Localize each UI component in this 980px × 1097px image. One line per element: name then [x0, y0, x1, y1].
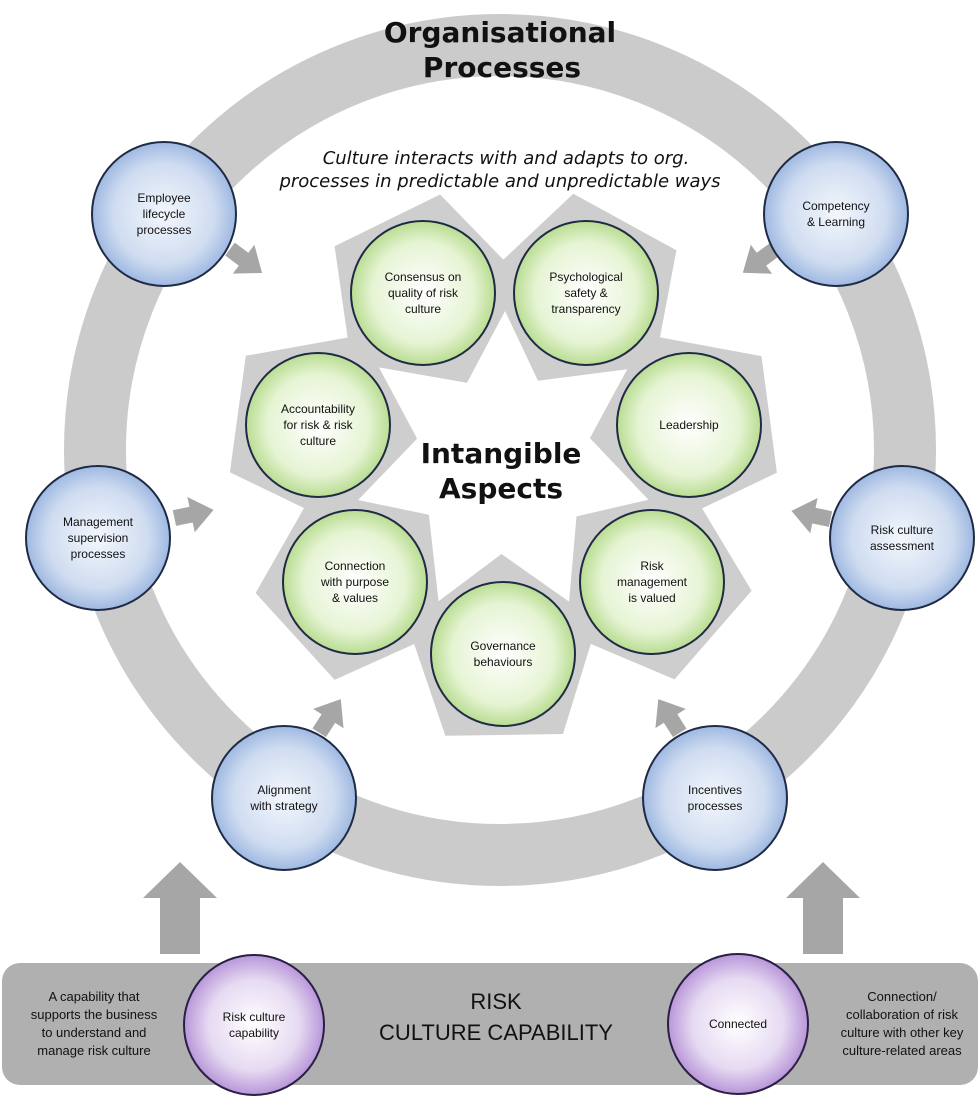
intangible-circle [282, 509, 428, 655]
diagram-title-line1: Organisational [384, 16, 616, 49]
intangible-label: culture [405, 302, 441, 316]
process-label: processes [137, 223, 192, 237]
intangible-node: Accountability for risk & risk culture [245, 352, 391, 498]
intangible-label: culture [300, 434, 336, 448]
intangible-label: Consensus on [385, 270, 462, 284]
intangible-circle [579, 509, 725, 655]
center-title-line1: Intangible [421, 437, 582, 470]
capability-title-line1: RISK [470, 989, 522, 1014]
capability-circle [183, 954, 325, 1096]
process-circle [211, 725, 357, 871]
intangible-node: Connection with purpose & values [282, 509, 428, 655]
subtitle-line1: Culture interacts with and adapts to org… [323, 148, 690, 169]
intangible-node: Leadership [616, 352, 762, 498]
capability-title-line2: CULTURE CAPABILITY [379, 1020, 613, 1045]
right-description-line: collaboration of risk [846, 1007, 958, 1022]
process-label: Competency [802, 199, 869, 213]
inward-arrow [312, 699, 344, 738]
intangible-circle [616, 352, 762, 498]
process-circle [829, 465, 975, 611]
process-node: Incentives processes [642, 725, 788, 871]
intangible-circle [245, 352, 391, 498]
process-node: Alignment with strategy [211, 725, 357, 871]
intangible-label: for risk & risk [283, 418, 353, 432]
process-label: Management [63, 515, 134, 529]
inward-arrow [791, 497, 833, 534]
process-node: Risk culture assessment [829, 465, 975, 611]
subtitle-line2: processes in predictable and unpredictab… [278, 171, 720, 192]
process-label: supervision [68, 531, 129, 545]
right-description-line: culture-related areas [842, 1043, 962, 1058]
up-arrow-right [786, 862, 860, 954]
up-arrow-left [143, 862, 217, 954]
intangible-label: Leadership [659, 418, 719, 432]
intangible-label: Psychological [549, 270, 622, 284]
intangible-label: Accountability [281, 402, 355, 416]
organisational-processes-group: Employee lifecycle processes Competency & Le… [25, 141, 975, 871]
intangible-node: Risk management is valued [579, 509, 725, 655]
capability-right-description: Connection/collaboration of risk culture … [841, 989, 964, 1058]
process-label: Employee [137, 191, 191, 205]
diagram-title-line2: Processes [423, 51, 581, 84]
influence-arrows [172, 242, 833, 738]
capability-circle-label: Connected [709, 1017, 767, 1031]
capability-node: Risk culture capability [183, 954, 325, 1096]
center-title-line2: Aspects [439, 472, 563, 505]
capability-circle [667, 953, 809, 1095]
inward-arrow [225, 242, 263, 274]
capability-left-description: A capability that supports the business to… [31, 989, 158, 1058]
process-label: with strategy [249, 799, 317, 813]
intangible-aspects-group: Consensus on quality of risk culture Psycho… [245, 220, 762, 727]
process-label: Risk culture [871, 523, 934, 537]
intangible-label: Connection [325, 559, 386, 573]
right-description-line: Connection/ [867, 989, 937, 1004]
intangible-label: & values [332, 591, 378, 605]
right-description-line: culture with other key [841, 1025, 964, 1040]
process-circle [91, 141, 237, 287]
capability-circle-label: capability [229, 1026, 279, 1040]
intangible-node: Consensus on quality of risk culture [350, 220, 496, 366]
inward-arrow [172, 496, 214, 533]
intangible-label: behaviours [474, 655, 533, 669]
process-label: lifecycle [143, 207, 186, 221]
left-description-line: to understand and [42, 1025, 147, 1040]
process-node: Employee lifecycle processes [91, 141, 237, 287]
capability-node: Connected [667, 953, 809, 1095]
intangible-label: with purpose [320, 575, 389, 589]
intangible-circle [350, 220, 496, 366]
process-circle [763, 141, 909, 287]
intangible-label: quality of risk [388, 286, 459, 300]
process-circle [642, 725, 788, 871]
organisational-process-ring [64, 14, 936, 886]
process-label: Alignment [257, 783, 311, 797]
process-label: & Learning [807, 215, 865, 229]
process-node: Management supervision processes [25, 465, 171, 611]
intangible-node: Psychological safety & transparency [513, 220, 659, 366]
inward-arrow [655, 699, 687, 738]
process-label: Incentives [688, 783, 742, 797]
process-label: assessment [870, 539, 935, 553]
left-description-line: manage risk culture [37, 1043, 150, 1058]
left-description-line: supports the business [31, 1007, 158, 1022]
process-label: processes [688, 799, 743, 813]
left-description-line: A capability that [48, 989, 139, 1004]
intangible-label: management [617, 575, 688, 589]
intangible-label: Risk [640, 559, 664, 573]
intangible-label: is valued [628, 591, 675, 605]
process-circle [25, 465, 171, 611]
intangible-circle [513, 220, 659, 366]
intangible-label: transparency [551, 302, 620, 316]
process-label: processes [71, 547, 126, 561]
intangible-label: safety & [564, 286, 607, 300]
capability-circle-label: Risk culture [223, 1010, 286, 1024]
intangible-label: Governance [470, 639, 536, 653]
process-node: Competency & Learning [763, 141, 909, 287]
intangible-circle [430, 581, 576, 727]
capability-circles-group: Risk culture capability Connected [183, 953, 809, 1096]
intangible-node: Governance behaviours [430, 581, 576, 727]
